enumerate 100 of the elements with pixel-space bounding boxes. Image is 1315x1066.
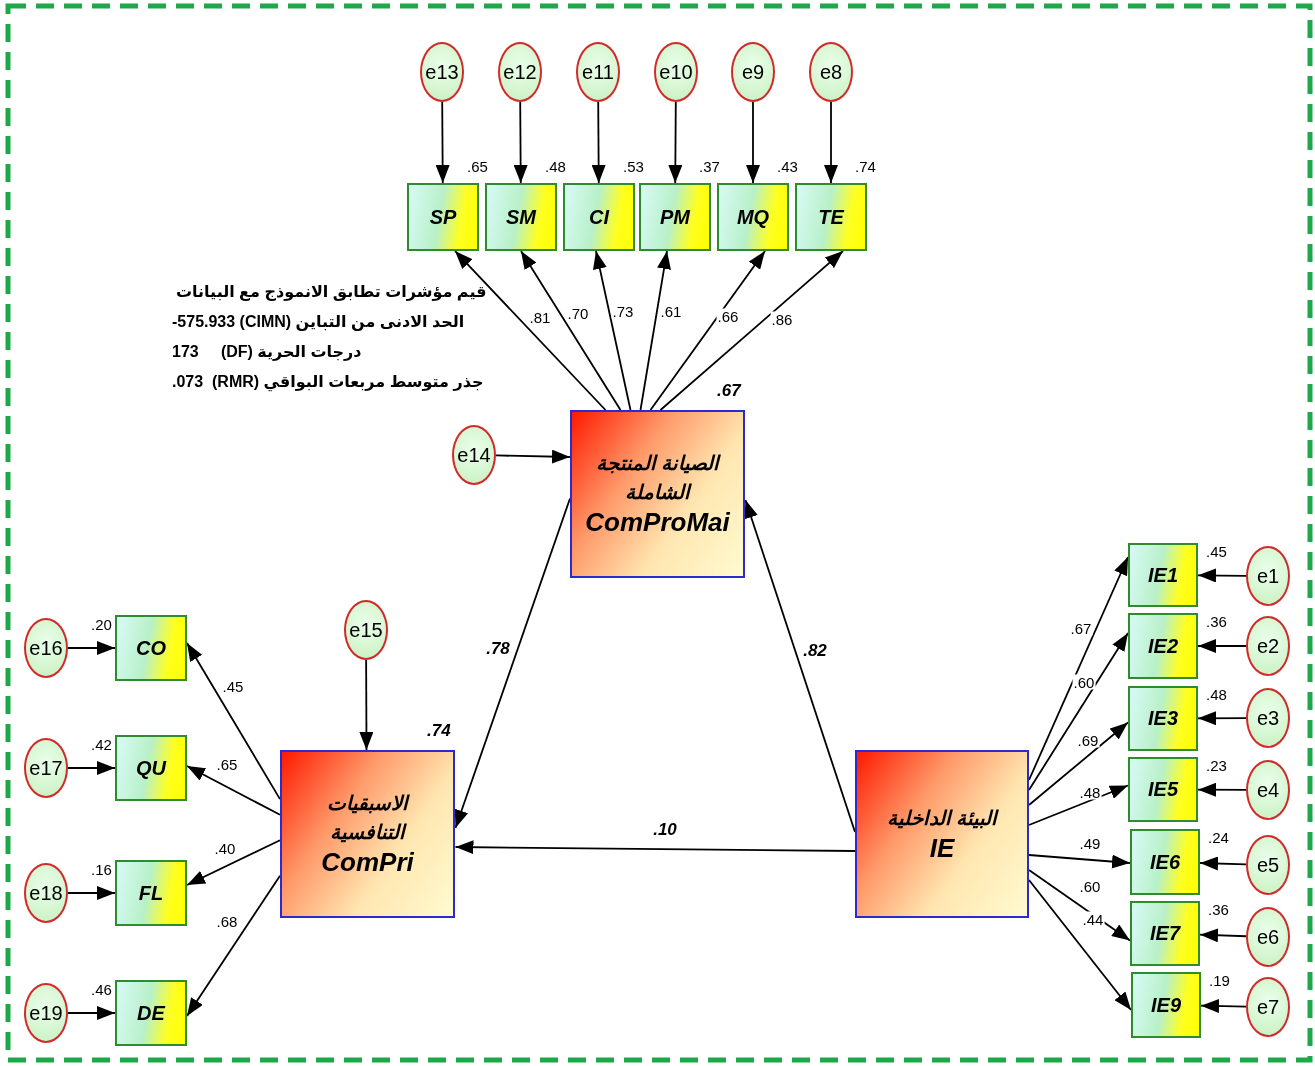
error-circle: [1246, 977, 1290, 1037]
arrow: [1200, 999, 1247, 1014]
arrow: [67, 641, 116, 655]
indicator-box: [1130, 829, 1200, 895]
indicator-label: TE: [818, 205, 844, 229]
error-label: e15: [349, 618, 383, 642]
variable-name-arabic: البيئة الداخلية: [885, 805, 1000, 831]
arrow: [186, 874, 281, 1017]
indicator-label: IE7: [1150, 922, 1180, 945]
arrow: [649, 250, 766, 411]
arrow: [454, 497, 571, 829]
error-circle: [809, 42, 853, 102]
indicator-label: IE5: [1148, 778, 1178, 801]
error-label: e12: [503, 60, 537, 84]
error-label: e13: [425, 60, 459, 84]
error-circle: [24, 738, 68, 798]
path-coefficient: .44: [1081, 911, 1105, 927]
arrow: [1197, 782, 1247, 797]
arrow: [186, 839, 281, 886]
indicator-box: [717, 183, 789, 251]
indicator-label: PM: [660, 205, 690, 229]
path-coefficient: .78: [485, 639, 511, 657]
indicator-box: [115, 980, 187, 1046]
error-label: e8: [819, 60, 843, 84]
squared-multiple-correlation: .48: [1206, 687, 1227, 702]
arrow: [1028, 632, 1129, 791]
arrow: [1199, 856, 1247, 871]
squared-multiple-correlation: .36: [1206, 614, 1227, 629]
path-coefficient: .82: [802, 641, 828, 659]
indicator-label: CO: [136, 636, 166, 660]
arrow: [1197, 639, 1247, 653]
latent-variable-box: [855, 750, 1029, 918]
error-label: e11: [582, 60, 614, 84]
error-circle: [1246, 688, 1290, 748]
path-coefficient: .66: [716, 308, 740, 324]
indicator-box: [1128, 543, 1198, 607]
error-circle: [1246, 907, 1290, 967]
indicator-label: IE3: [1148, 707, 1178, 730]
squared-multiple-correlation: .36: [1208, 902, 1229, 917]
error-circle: [24, 983, 68, 1043]
indicator-label: FL: [138, 881, 164, 905]
indicator-label: SP: [429, 205, 457, 229]
error-circle: [24, 863, 68, 923]
variable-code: ComProMai: [585, 507, 730, 539]
arrow: [591, 101, 606, 184]
variable-name-arabic: الاسبقيات التنافسية: [326, 791, 411, 846]
indicator-label: DE: [137, 1001, 165, 1025]
squared-multiple-correlation: .43: [777, 159, 798, 174]
squared-multiple-correlation: .20: [91, 617, 112, 632]
indicator-box: [407, 183, 479, 251]
squared-multiple-correlation: .53: [623, 159, 644, 174]
arrow: [1028, 869, 1131, 942]
error-label: e10: [659, 60, 693, 84]
error-circle: [731, 42, 775, 102]
arrow: [359, 659, 374, 751]
error-label: e17: [29, 756, 63, 780]
error-circle: [1246, 835, 1290, 895]
arrow: [67, 761, 116, 775]
error-label: e16: [29, 636, 63, 660]
error-circle: [576, 42, 620, 102]
indicator-box: [1128, 686, 1198, 751]
squared-multiple-correlation: .65: [467, 159, 488, 174]
squared-multiple-correlation: .67: [717, 382, 741, 399]
indicator-box: [1131, 972, 1201, 1038]
latent-variable-box: [280, 750, 455, 918]
arrow: [1197, 568, 1247, 583]
indicator-box: [1130, 901, 1200, 966]
arrow: [513, 101, 528, 184]
squared-multiple-correlation: .74: [427, 722, 451, 739]
arrow: [435, 101, 450, 184]
arrow: [67, 886, 116, 900]
indicator-label: IE9: [1151, 993, 1181, 1017]
arrow: [668, 101, 683, 184]
squared-multiple-correlation: .37: [699, 159, 720, 174]
squared-multiple-correlation: .42: [91, 737, 112, 752]
arrow: [1199, 928, 1247, 943]
error-circle: [420, 42, 464, 102]
error-label: e5: [1256, 853, 1280, 877]
arrow: [659, 250, 844, 411]
indicator-box: [485, 183, 557, 251]
error-label: e3: [1256, 706, 1280, 730]
arrow: [746, 101, 760, 184]
arrow: [495, 449, 571, 464]
error-circle: [344, 600, 388, 660]
squared-multiple-correlation: .23: [1206, 758, 1227, 773]
arrow: [1028, 721, 1129, 806]
path-coefficient: .10: [652, 820, 678, 838]
error-label: e2: [1256, 634, 1280, 658]
arrow: [1197, 711, 1247, 726]
indicator-label: SM: [506, 205, 536, 229]
error-label: e14: [457, 443, 491, 467]
arrow: [744, 499, 856, 833]
arrow: [186, 765, 281, 816]
error-label: e1: [1256, 564, 1280, 588]
error-circle: [1246, 546, 1290, 606]
path-coefficient: .60: [1072, 674, 1096, 690]
arrow: [454, 250, 607, 411]
arrow: [186, 642, 281, 801]
fit-index-line: 173 (DF) درجات الحرية: [172, 344, 362, 360]
arrow: [1028, 879, 1132, 1011]
